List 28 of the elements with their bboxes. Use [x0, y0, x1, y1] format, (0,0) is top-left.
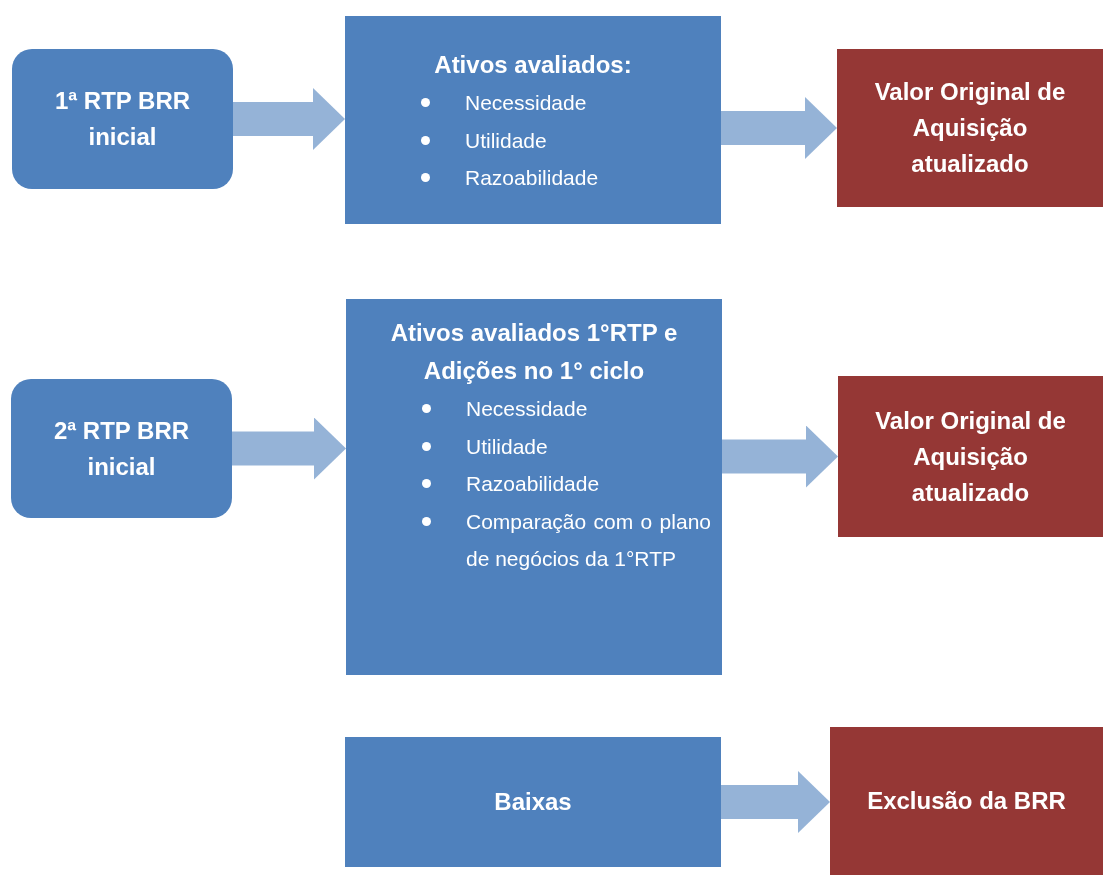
bullet-text: Necessidade [465, 90, 588, 116]
process-box [346, 299, 722, 675]
bullet-text: Comparação com o plano de negócios da 1°RTP [466, 508, 711, 572]
process-box [830, 727, 1103, 875]
block-arrow [721, 771, 830, 833]
block-arrow [232, 417, 346, 480]
bullet-text: Razoabilidade [466, 471, 601, 497]
node-label: Baixas [493, 787, 573, 817]
bullet-text: Utilidade [465, 127, 548, 154]
process-box [837, 49, 1103, 207]
process-box [345, 16, 721, 224]
process-box [345, 737, 721, 867]
bullet-text: Necessidade [466, 396, 589, 422]
block-arrow [721, 97, 837, 159]
node-heading: Ativos avaliados 1°RTP e Adições no 1° ciclo [389, 318, 679, 386]
node-label: Valor Original de Aquisição atualizado [874, 405, 1067, 508]
bullet-text: Utilidade [466, 433, 549, 460]
rounded-box [11, 379, 232, 518]
rounded-box [12, 49, 233, 189]
node-label: Valor Original de Aquisição atualizado [873, 77, 1067, 179]
bullet-text: Razoabilidade [465, 165, 600, 191]
block-arrow [233, 88, 345, 150]
node-heading: Ativos avaliados: [433, 50, 633, 80]
node-label: Exclusão da BRR [866, 786, 1067, 816]
block-arrow [722, 425, 838, 488]
node-label: 2ª RTP BRR inicial [52, 415, 191, 482]
process-box [838, 376, 1103, 537]
node-label: 1ª RTP BRR inicial [53, 86, 192, 152]
